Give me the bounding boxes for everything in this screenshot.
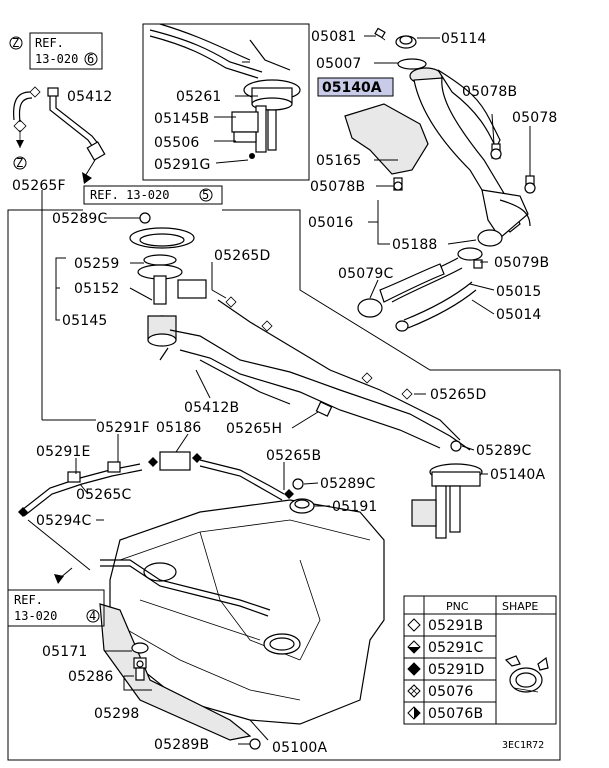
label-05078[interactable]: 05078 xyxy=(512,110,558,126)
label-05140A-mid[interactable]: 05140A xyxy=(490,467,546,483)
label-05100A[interactable]: 05100A xyxy=(272,740,328,756)
label-05261[interactable]: 05261 xyxy=(176,89,222,105)
svg-text:13-020: 13-020 xyxy=(14,609,57,623)
label-05016[interactable]: 05016 xyxy=(308,215,354,231)
label-05191[interactable]: 05191 xyxy=(332,499,378,515)
label-05265D-mid[interactable]: 05265D xyxy=(430,387,487,403)
ref-13-020-6[interactable]: Z REF. 13-020 6 xyxy=(9,32,103,70)
diagram-frames xyxy=(7,23,561,761)
clamp-icon xyxy=(504,655,549,693)
legend-header-shape: SHAPE xyxy=(502,600,538,613)
label-05289B[interactable]: 05289B xyxy=(154,737,209,753)
legend-row: 05291B xyxy=(407,618,483,634)
hose-05412-sketch: Z xyxy=(13,86,106,184)
svg-text:REF.: REF. xyxy=(35,36,64,50)
svg-text:13-020: 13-020 xyxy=(35,52,78,66)
ref-13-020-5[interactable]: REF. 13-020 5 xyxy=(83,185,223,205)
label-05289C-mid[interactable]: 05289C xyxy=(476,443,532,459)
pnc-shape-legend: PNC SHAPE 05291B 05291C 05291D 05076 050… xyxy=(403,595,557,725)
label-05081[interactable]: 05081 xyxy=(311,29,357,45)
label-05265D-top[interactable]: 05265D xyxy=(214,248,271,264)
label-05265B[interactable]: 05265B xyxy=(266,448,321,464)
svg-text:05291C: 05291C xyxy=(428,640,484,656)
svg-text:5: 5 xyxy=(202,188,209,202)
label-05114[interactable]: 05114 xyxy=(441,31,487,47)
ref-z-marker: Z xyxy=(12,36,19,50)
svg-text:05291B: 05291B xyxy=(428,618,483,634)
highlight-05140A xyxy=(317,77,394,97)
svg-text:05076B: 05076B xyxy=(428,706,483,722)
label-05265H[interactable]: 05265H xyxy=(226,421,282,437)
label-05145[interactable]: 05145 xyxy=(62,313,108,329)
svg-text:6: 6 xyxy=(87,52,94,66)
svg-text:4: 4 xyxy=(89,609,96,623)
label-05171[interactable]: 05171 xyxy=(42,644,88,660)
label-05079C[interactable]: 05079C xyxy=(338,266,394,282)
filler-neck-assembly xyxy=(344,27,536,332)
svg-text:05291D: 05291D xyxy=(428,662,485,678)
label-05165[interactable]: 05165 xyxy=(316,153,362,169)
legend-row: 05076 xyxy=(407,684,474,700)
label-05079B[interactable]: 05079B xyxy=(494,255,549,271)
fuel-lines xyxy=(159,296,471,451)
label-05291F[interactable]: 05291F xyxy=(96,420,150,436)
svg-text:05076: 05076 xyxy=(428,684,474,700)
label-05140A-selected[interactable]: 05140A xyxy=(322,80,382,96)
label-05412B[interactable]: 05412B xyxy=(184,400,239,416)
diamond-solid-icon xyxy=(407,662,421,676)
label-05007[interactable]: 05007 xyxy=(316,56,362,72)
label-05078B-top[interactable]: 05078B xyxy=(462,84,517,100)
label-05291E[interactable]: 05291E xyxy=(36,444,91,460)
label-05506[interactable]: 05506 xyxy=(154,135,200,151)
legend-row: 05076B xyxy=(407,706,483,722)
drain-parts xyxy=(131,642,149,681)
label-05289C-low[interactable]: 05289C xyxy=(320,476,376,492)
svg-text:REF.: REF. xyxy=(14,593,43,607)
label-05291G[interactable]: 05291G xyxy=(154,157,211,173)
label-05145B[interactable]: 05145B xyxy=(154,111,209,127)
ref-13-020-4[interactable]: REF. 13-020 4 xyxy=(7,589,105,627)
label-05078B-mid[interactable]: 05078B xyxy=(310,179,365,195)
label-05259[interactable]: 05259 xyxy=(74,256,120,272)
label-05289C-top[interactable]: 05289C xyxy=(52,211,108,227)
label-05294C[interactable]: 05294C xyxy=(36,513,92,529)
label-05412[interactable]: 05412 xyxy=(67,89,113,105)
fuel-tank-body xyxy=(99,478,385,750)
label-05152[interactable]: 05152 xyxy=(74,281,120,297)
legend-header-pnc: PNC xyxy=(446,600,469,613)
diamond-outline-icon xyxy=(407,618,421,632)
label-05015[interactable]: 05015 xyxy=(496,284,542,300)
label-05014[interactable]: 05014 xyxy=(496,307,542,323)
leader-lines xyxy=(41,35,531,741)
label-05188[interactable]: 05188 xyxy=(392,237,438,253)
part-labels: 05412 05265F 05261 05145B 05506 05291G 0… xyxy=(7,29,558,756)
svg-text:REF. 13-020: REF. 13-020 xyxy=(90,188,169,202)
sender-unit-left xyxy=(129,212,207,347)
legend-row: 05291C xyxy=(407,640,484,656)
label-05286[interactable]: 05286 xyxy=(68,669,114,685)
label-05186[interactable]: 05186 xyxy=(156,420,202,436)
label-05265C[interactable]: 05265C xyxy=(76,487,132,503)
label-05298[interactable]: 05298 xyxy=(94,706,140,722)
sender-unit-right xyxy=(411,440,483,539)
pump-inset xyxy=(149,23,301,159)
vent-lines-left xyxy=(18,451,294,584)
label-05265F[interactable]: 05265F xyxy=(12,178,66,194)
diagram-code: 3EC1R72 xyxy=(502,740,544,751)
z-marker-lower: Z xyxy=(16,156,23,170)
legend-row: 05291D xyxy=(407,662,485,678)
